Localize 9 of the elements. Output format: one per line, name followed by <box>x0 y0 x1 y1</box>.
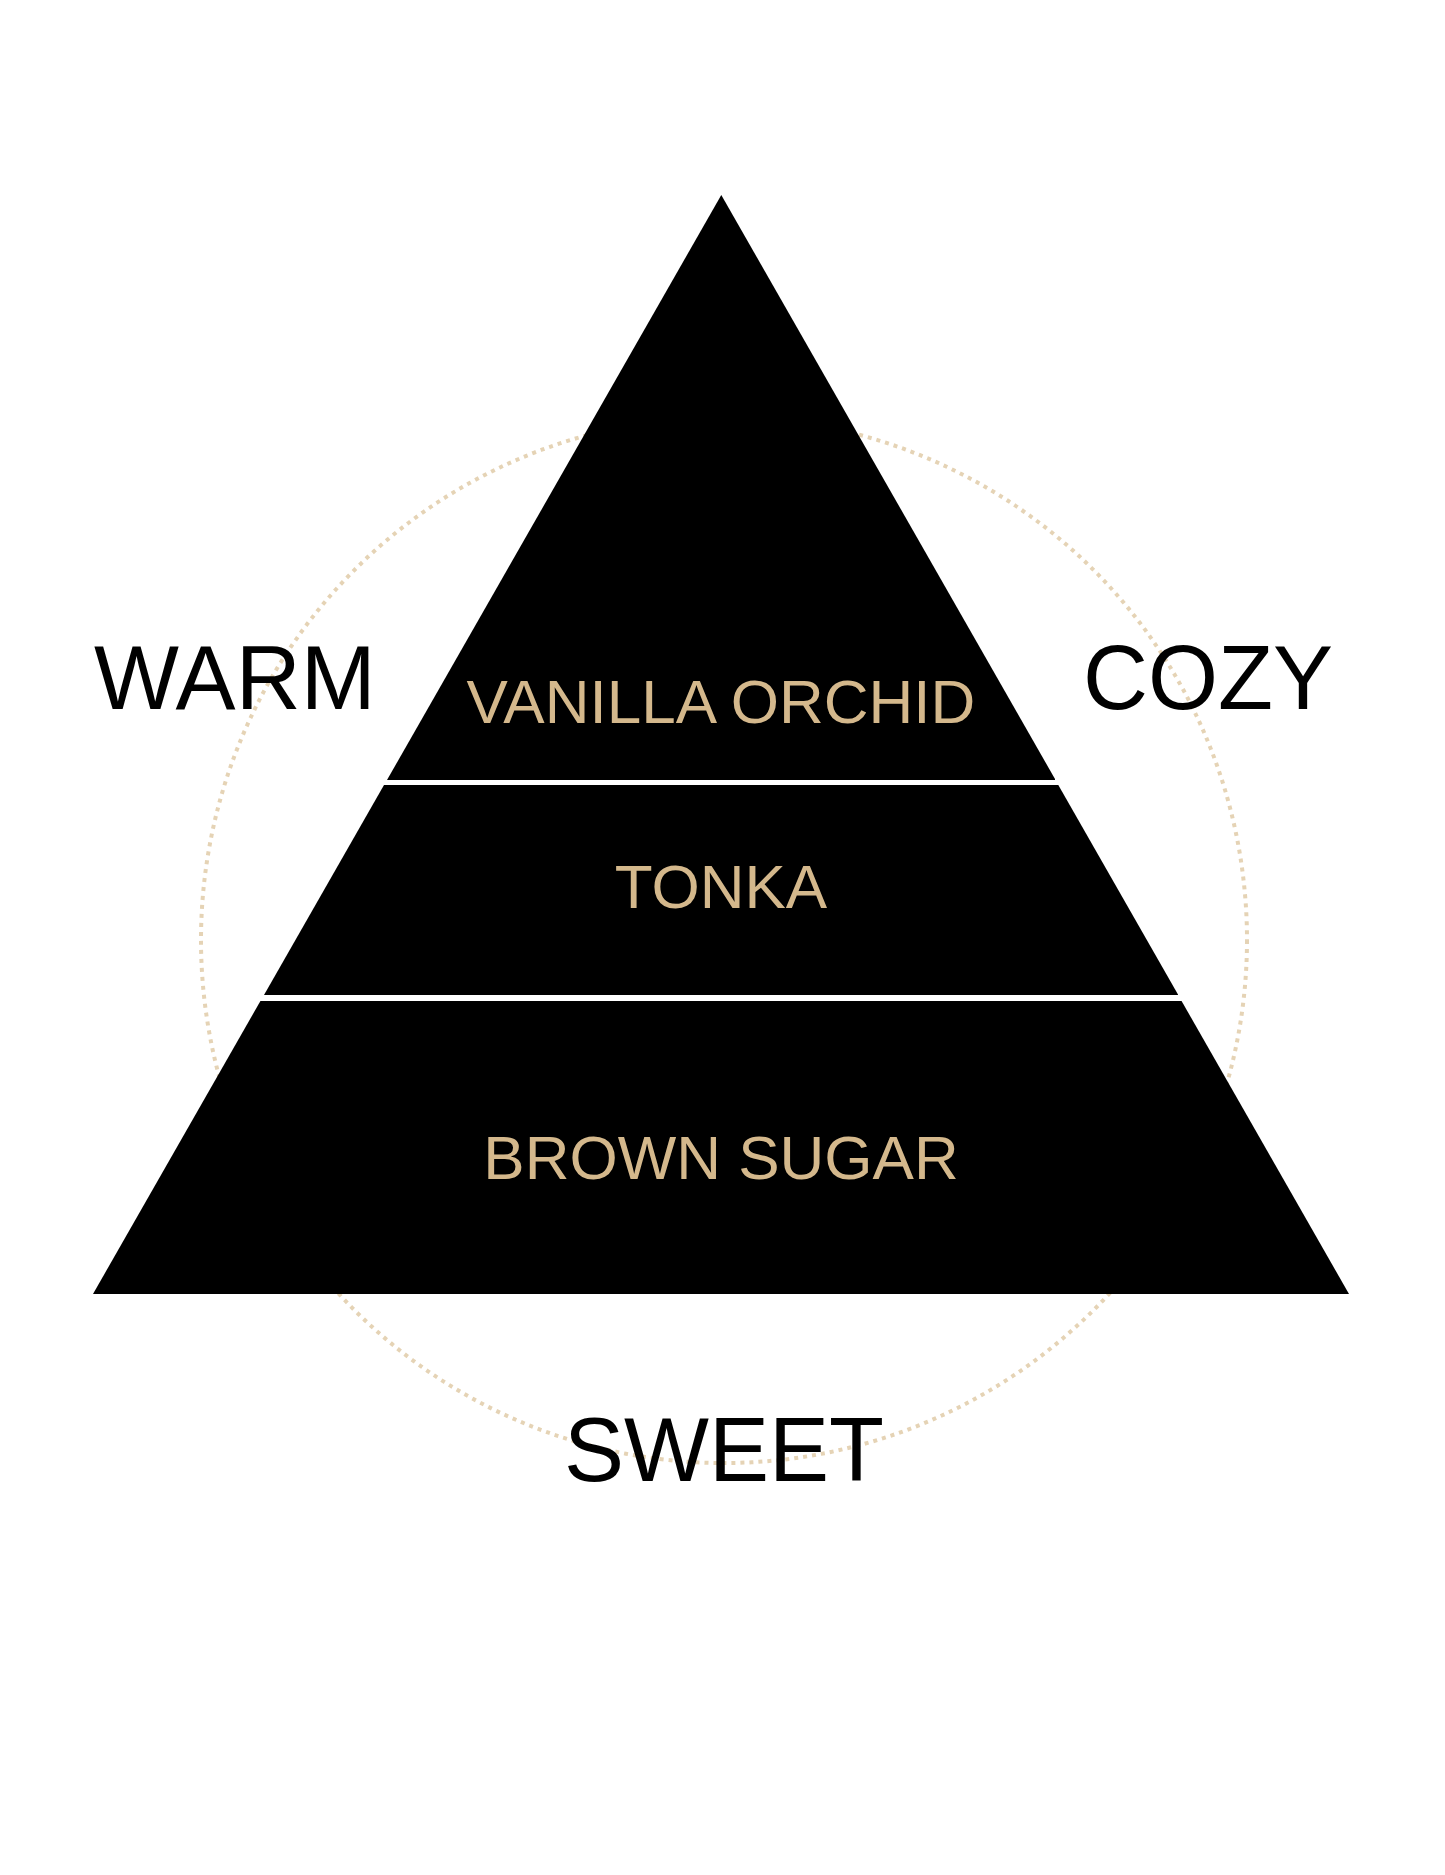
tier-label: TONKA <box>614 856 828 918</box>
descriptor-label: COZY <box>1083 633 1333 723</box>
descriptor-label: WARM <box>94 633 376 723</box>
pyramid-tier <box>93 1001 1349 1294</box>
tier-label: VANILLA ORCHID <box>466 671 976 733</box>
tier-label: BROWN SUGAR <box>483 1127 959 1189</box>
pyramid-tier <box>263 785 1179 995</box>
pyramid-top-tier <box>386 195 1056 780</box>
descriptor-label: SWEET <box>564 1405 884 1495</box>
